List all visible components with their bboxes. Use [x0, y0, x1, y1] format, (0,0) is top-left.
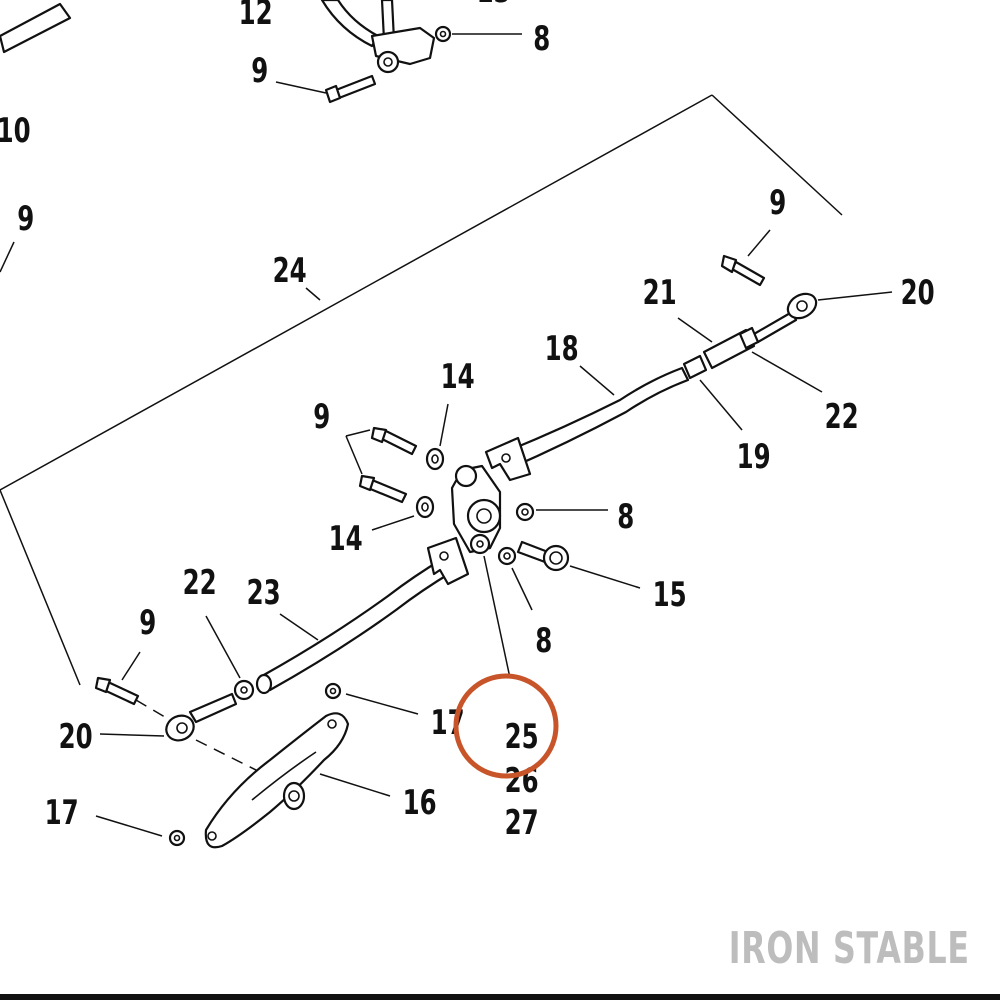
callout-15: 15: [653, 575, 687, 614]
bushing-low: [168, 829, 186, 847]
bushing-mid: [324, 682, 342, 700]
jam-nut-left: [233, 679, 255, 701]
lower-arm-16: [204, 712, 350, 849]
callout-24: 24: [273, 251, 307, 290]
callout-21: 21: [643, 273, 677, 312]
bolt-top: [324, 74, 377, 104]
callout-9-left: 9: [17, 199, 34, 238]
callout-14-top: 14: [441, 357, 475, 396]
callout-9-right: 9: [769, 183, 786, 222]
callout-17-low: 17: [45, 793, 79, 832]
callout-25: 25: [505, 717, 539, 756]
callout-23: 23: [247, 573, 281, 612]
callout-19: 19: [737, 437, 771, 476]
link-tube-23: [255, 536, 470, 695]
callout-22-right: 22: [825, 397, 859, 436]
watermark-text: IRON STABLE: [728, 923, 970, 974]
flange-bolt-15: [516, 540, 570, 572]
rod-end-left: [165, 692, 238, 742]
bolt-mid-upper: [370, 426, 418, 456]
callout-27: 27: [505, 803, 539, 842]
callout-12: 12: [239, 0, 273, 32]
washer-upper: [425, 447, 445, 471]
callout-8-lower: 8: [535, 621, 552, 660]
callout-13: 13: [477, 0, 511, 10]
callout-10: 10: [0, 111, 31, 150]
callout-9-lower: 9: [139, 603, 156, 642]
bolt-right: [720, 254, 766, 287]
center-bracket: [450, 464, 502, 555]
callout-22-left: 22: [183, 563, 217, 602]
washer-lower: [415, 495, 435, 519]
callout-14-mid: 14: [329, 519, 363, 558]
bottom-border: [0, 994, 1000, 1000]
bolt-left: [94, 676, 140, 706]
callout-8-top: 8: [533, 19, 550, 58]
nut-mid: [515, 502, 535, 522]
callout-20-right: 20: [901, 273, 935, 312]
turnbuckle-right: [682, 326, 760, 380]
callout-16: 16: [403, 783, 437, 822]
callout-18: 18: [545, 329, 579, 368]
nut-lower: [497, 546, 517, 566]
callout-8-mid: 8: [617, 497, 634, 536]
assembly-24-outline: [0, 94, 843, 686]
callout-20-left: 20: [59, 717, 93, 756]
callout-9-top: 9: [251, 51, 268, 90]
bolt-mid-lower: [358, 474, 408, 504]
rod-end-right: [752, 292, 818, 344]
highlight-circle-25: [453, 673, 559, 779]
callout-9-mid: 9: [313, 397, 330, 436]
link-tube-18: [484, 366, 690, 482]
upper-linkage-partial: [0, 0, 452, 74]
